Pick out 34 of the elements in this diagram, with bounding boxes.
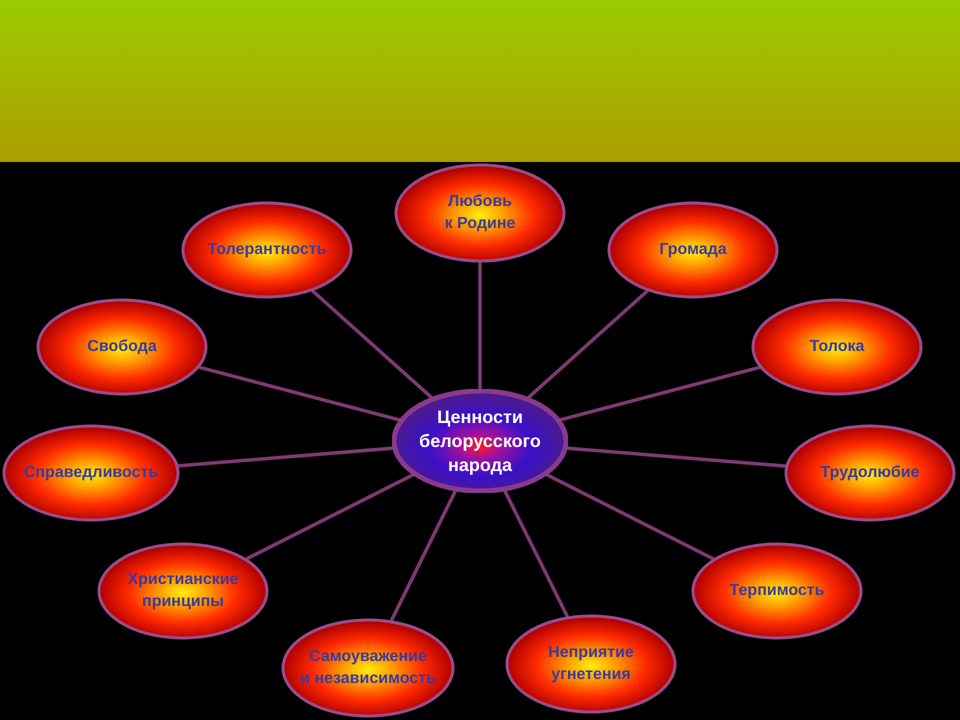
node-label: Громада: [659, 240, 727, 260]
value-ellipse: [97, 542, 269, 640]
node-label: Неприятие угнетения: [547, 643, 635, 685]
connector-line: [558, 366, 760, 422]
value-ellipse: [751, 298, 923, 396]
connector-line: [178, 446, 394, 468]
node-label: Справедливость: [24, 463, 158, 483]
value-ellipse: [281, 618, 455, 718]
connector-line: [246, 472, 415, 561]
value-ellipse: [36, 298, 208, 396]
node-label: Любовь к Родине: [444, 192, 516, 234]
node-label: Трудолюбие: [820, 463, 920, 483]
value-ellipse: [394, 163, 566, 263]
value-ellipse: [784, 424, 956, 522]
connector-line: [198, 366, 402, 422]
node-label: Христианские принципы: [126, 570, 240, 612]
connector-line: [311, 289, 434, 400]
connector-line: [502, 489, 570, 618]
node-label: Толока: [810, 337, 864, 357]
connector-line: [545, 472, 714, 561]
connector-line: [478, 262, 482, 390]
value-ellipse: [607, 201, 779, 299]
value-ellipse: [505, 614, 677, 714]
node-label: Ценности белорусского народа: [418, 406, 542, 477]
value-ellipse: [181, 201, 353, 299]
connector-line: [566, 446, 786, 468]
node-label: Свобода: [87, 337, 157, 357]
connector-line: [390, 489, 458, 622]
value-ellipse: [691, 542, 863, 640]
connector-line: [526, 289, 649, 400]
node-label: Толерантность: [208, 240, 326, 260]
node-label: Самоуважение и независимость: [300, 647, 436, 689]
node-label: Терпимость: [730, 581, 824, 601]
value-ellipse: [2, 424, 180, 522]
